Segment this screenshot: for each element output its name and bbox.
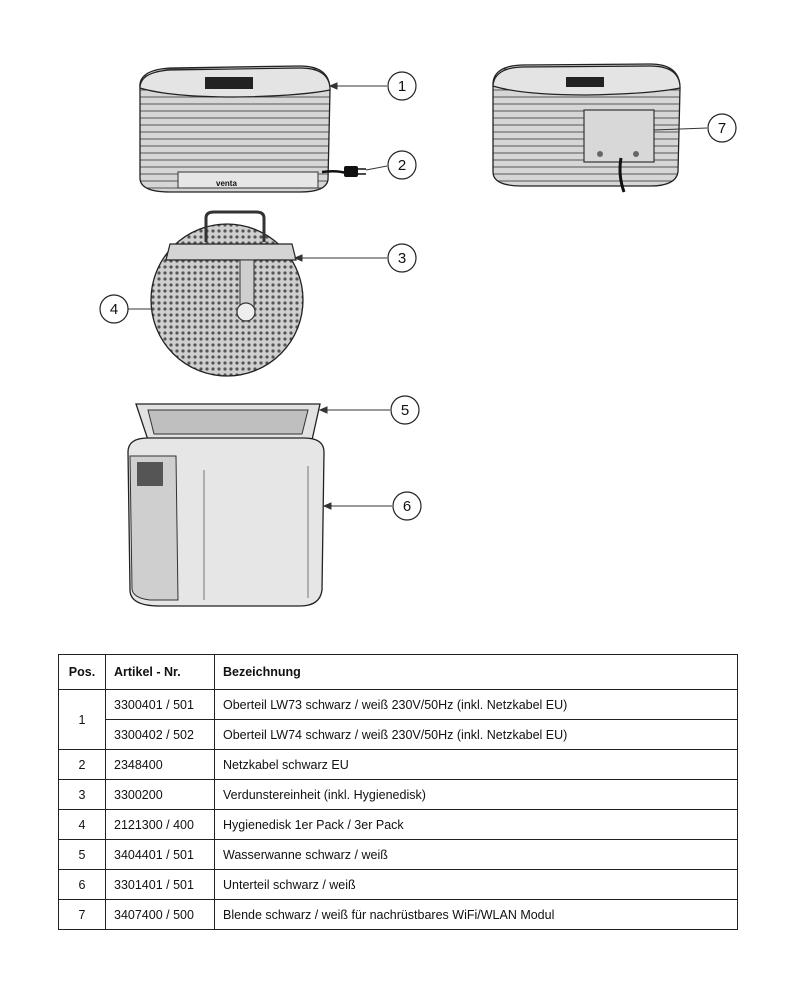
cell-pos: 5: [58, 839, 106, 870]
table-row: 4 2121300 / 400 Hygienedisk 1er Pack / 3…: [58, 809, 738, 840]
cell-bezeichnung: Oberteil LW74 schwarz / weiß 230V/50Hz (…: [214, 719, 738, 750]
cell-pos: 4: [58, 809, 106, 840]
svg-text:5: 5: [401, 402, 409, 419]
cell-bezeichnung: Netzkabel schwarz EU: [214, 749, 738, 780]
table-row: 7 3407400 / 500 Blende schwarz / weiß fü…: [58, 899, 738, 930]
cell-artikel: 2348400: [105, 749, 215, 780]
callout-4: 4: [99, 294, 129, 324]
table-row: 3300402 / 502 Oberteil LW74 schwarz / we…: [59, 719, 738, 750]
cell-pos: 2: [58, 749, 106, 780]
table-row: 5 3404401 / 501 Wasserwanne schwarz / we…: [58, 839, 738, 870]
part-base-unit: [127, 437, 325, 607]
table-row: 6 3301401 / 501 Unterteil schwarz / weiß: [58, 869, 738, 900]
callout-1: 1: [387, 71, 417, 101]
part-evaporator-hygienedisk: [150, 210, 304, 377]
cell-bezeichnung: Blende schwarz / weiß für nachrüstbares …: [214, 899, 738, 930]
cell-pos: 1: [58, 689, 106, 750]
cell-bezeichnung: Wasserwanne schwarz / weiß: [214, 839, 738, 870]
parts-table: Pos. Artikel - Nr. Bezeichnung 1 3300401…: [58, 654, 738, 930]
cell-artikel: 3300402 / 502: [105, 719, 215, 750]
cell-artikel: 3300200: [105, 779, 215, 810]
cell-bezeichnung: Verdunstereinheit (inkl. Hygienedisk): [214, 779, 738, 810]
cell-artikel: 3300401 / 501: [105, 689, 215, 720]
cell-bezeichnung: Oberteil LW73 schwarz / weiß 230V/50Hz (…: [214, 689, 738, 720]
svg-text:4: 4: [110, 301, 118, 318]
callout-2: 2: [387, 150, 417, 180]
exploded-parts-drawing: venta: [99, 63, 737, 607]
cell-artikel: 3407400 / 500: [105, 899, 215, 930]
callout-3: 3: [387, 243, 417, 273]
cell-pos: 7: [58, 899, 106, 930]
callout-6: 6: [392, 491, 422, 521]
header-pos: Pos.: [58, 654, 106, 690]
table-row: 3 3300200 Verdunstereinheit (inkl. Hygie…: [58, 779, 738, 810]
cell-pos: 6: [58, 869, 106, 900]
part-water-tray: [135, 403, 321, 462]
table-row: 1 3300401 / 501 Oberteil LW73 schwarz / …: [58, 689, 738, 750]
svg-text:6: 6: [403, 498, 411, 515]
part-power-cable: [321, 166, 366, 177]
part-rear-view-cover: [492, 63, 681, 193]
brand-logo: venta: [216, 179, 237, 188]
cell-artikel: 3404401 / 501: [105, 839, 215, 870]
part-top-unit: venta: [139, 65, 331, 193]
callout-7: 7: [707, 113, 737, 143]
callout-5: 5: [390, 395, 420, 425]
svg-text:2: 2: [398, 157, 406, 174]
svg-text:3: 3: [398, 250, 406, 267]
table-header-row: Pos. Artikel - Nr. Bezeichnung: [58, 654, 738, 690]
cell-artikel: 3301401 / 501: [105, 869, 215, 900]
cell-artikel: 2121300 / 400: [105, 809, 215, 840]
svg-text:1: 1: [398, 78, 406, 95]
svg-text:7: 7: [718, 120, 726, 137]
cell-pos: 3: [58, 779, 106, 810]
cell-bezeichnung: Hygienedisk 1er Pack / 3er Pack: [214, 809, 738, 840]
header-artikel: Artikel - Nr.: [105, 654, 215, 690]
header-bezeichnung: Bezeichnung: [214, 654, 738, 690]
cell-bezeichnung: Unterteil schwarz / weiß: [214, 869, 738, 900]
callout-leaders: [128, 82, 708, 510]
table-row: 2 2348400 Netzkabel schwarz EU: [58, 749, 738, 780]
